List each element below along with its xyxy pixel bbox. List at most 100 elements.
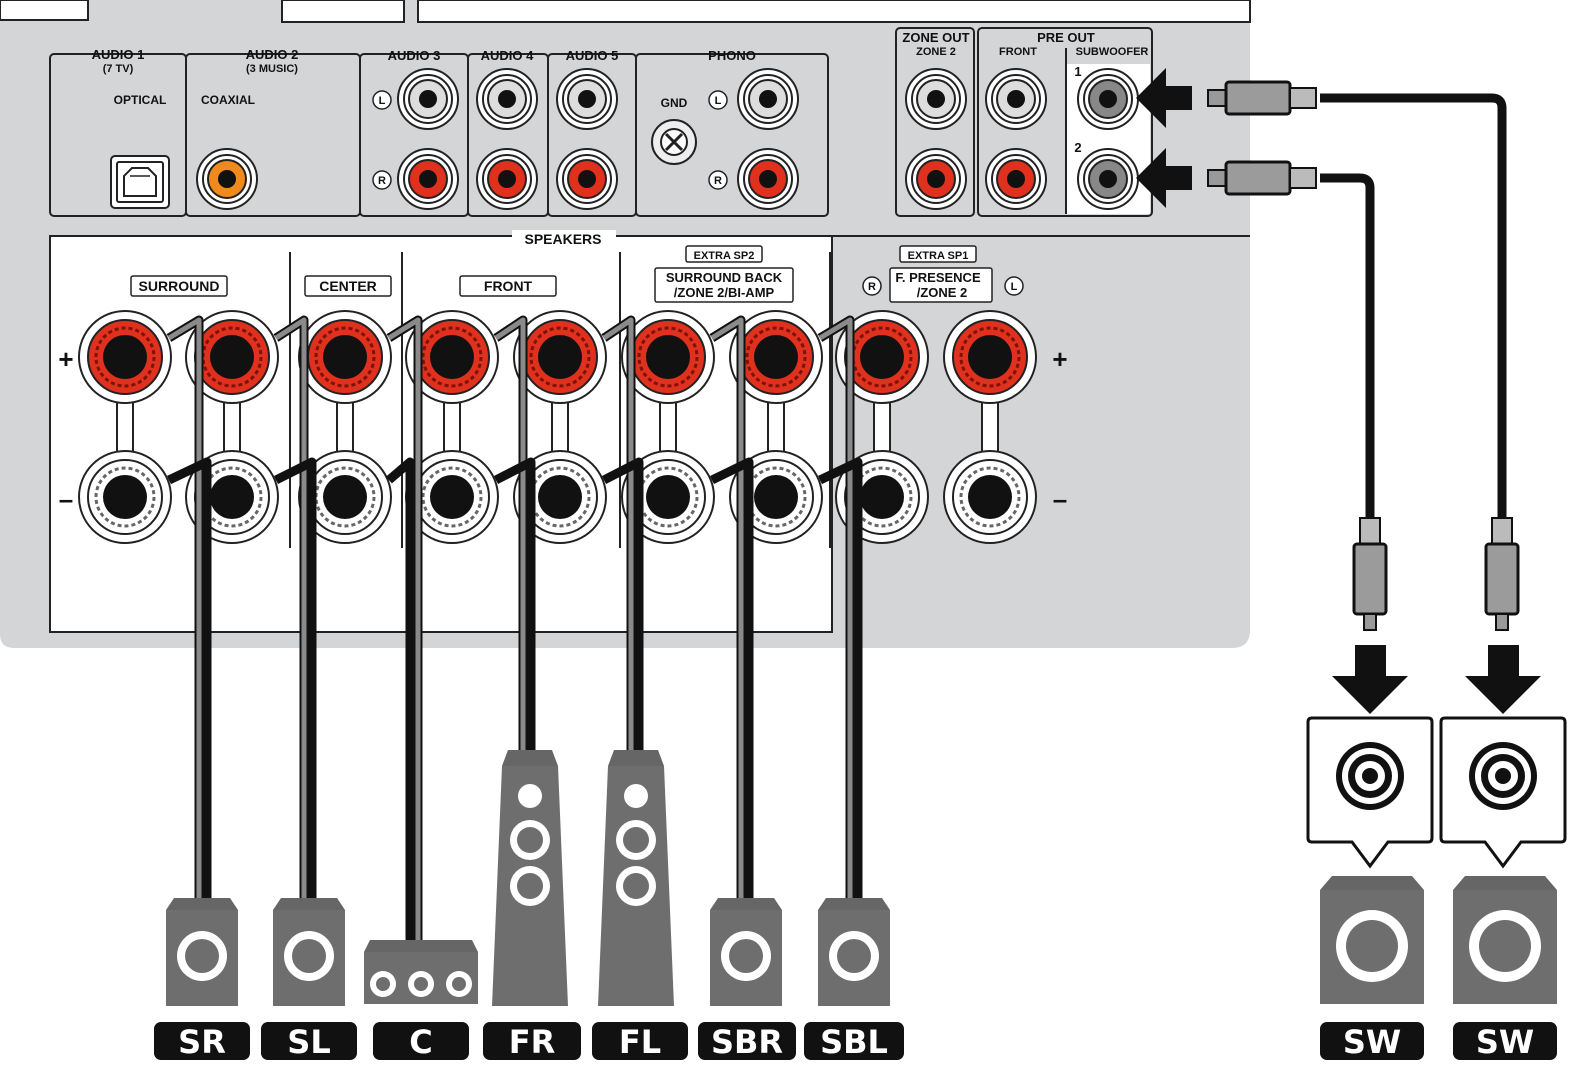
caption-sl-1: SL [261, 1022, 357, 1061]
label-minus-right: – [1053, 484, 1067, 514]
cable-minus-center [386, 457, 415, 940]
cable-minus-5 [710, 457, 754, 898]
label-audio-2: AUDIO 2 [246, 47, 299, 62]
label-center: CENTER [319, 278, 377, 294]
speaker-terminals [78, 310, 1037, 544]
speakers [166, 750, 1557, 1006]
svg-text:FR: FR [509, 1023, 556, 1061]
label-speakers: SPEAKERS [524, 231, 601, 247]
audio-3-r-jack [397, 148, 459, 210]
rca-plug-bottom-2 [1352, 517, 1388, 631]
arrow-into-jack-2 [1136, 148, 1192, 208]
audio-4-r-jack [476, 148, 538, 210]
subwoofer-input-callout-2 [1439, 716, 1567, 869]
terminal-pair-6 [621, 310, 715, 544]
speaker-cables [166, 315, 863, 940]
svg-text:C: C [409, 1023, 432, 1061]
svg-text:R: R [714, 175, 722, 187]
svg-text:SBR: SBR [711, 1023, 783, 1061]
subwoofer-1-jack [1077, 68, 1139, 130]
caption-fr-3: FR [483, 1022, 581, 1061]
label-zone-2: ZONE 2 [916, 46, 956, 58]
channel-marker-channel_l: L [1004, 276, 1024, 296]
subwoofer-2-jack [1077, 148, 1139, 210]
cable-plus-5 [709, 315, 746, 898]
label-zone-out: ZONE OUT [902, 30, 969, 45]
caption-sr-0: SR [154, 1022, 250, 1061]
caption-sbl-6: SBL [804, 1022, 904, 1061]
cable-plus-1 [273, 315, 309, 898]
rca-plug-bottom-1 [1484, 517, 1520, 631]
svg-text:R: R [378, 175, 386, 187]
speaker-center [364, 940, 478, 1004]
channel-marker-channel_l: L [372, 90, 392, 110]
front-l-preout-jack [985, 68, 1047, 130]
rca-plug-top-2 [1207, 160, 1317, 196]
label-audio-3: AUDIO 3 [388, 48, 441, 63]
audio-5-l-jack [556, 68, 618, 130]
caption-c-2: C [373, 1022, 469, 1061]
coaxial-jack [196, 148, 258, 210]
channel-marker-channel_r: R [372, 170, 392, 190]
subwoofer-input-callout-1 [1306, 716, 1434, 869]
terminal-pair-5 [513, 310, 607, 544]
label-plus-left: + [58, 344, 73, 374]
label-presence-zone2: /ZONE 2 [917, 285, 968, 300]
subwoofer-2 [1453, 876, 1557, 1004]
label-surround: SURROUND [139, 278, 220, 294]
speaker-front-right [492, 750, 568, 1006]
svg-text:L: L [715, 95, 722, 107]
svg-text:R: R [868, 281, 876, 293]
phono-l-jack [737, 68, 799, 130]
label-pre-out-front: FRONT [999, 46, 1037, 58]
label-minus-left: – [59, 484, 73, 514]
zone2-r-jack [905, 148, 967, 210]
cable-minus-3 [493, 457, 536, 750]
optical-jack [110, 155, 170, 209]
label-phono: PHONO [708, 48, 756, 63]
label-f-presence: F. PRESENCE [895, 270, 981, 285]
svg-text:SL: SL [287, 1023, 330, 1061]
channel-marker-channel_r: R [862, 276, 882, 296]
speaker-surround-back-left [818, 898, 890, 1006]
arrow-into-jack-1 [1136, 68, 1192, 128]
subwoofer-cables [1136, 68, 1567, 869]
audio-5-r-jack [556, 148, 618, 210]
svg-text:SW: SW [1343, 1023, 1401, 1061]
label-audio-4: AUDIO 4 [481, 48, 535, 63]
label-audio-1: AUDIO 1 [92, 47, 145, 62]
audio-3-l-jack [397, 68, 459, 130]
zone2-l-jack [905, 68, 967, 130]
cable-minus-1 [273, 457, 317, 898]
phono-r-jack [737, 148, 799, 210]
cable-plus-center [386, 315, 423, 940]
subwoofer-1 [1320, 876, 1424, 1004]
caption-sw-7: SW [1320, 1022, 1424, 1061]
rca-plug-top-1 [1207, 80, 1317, 116]
channel-marker-channel_l: L [708, 90, 728, 110]
cable-minus-4 [601, 457, 644, 750]
terminal-pair-1 [78, 310, 172, 544]
subwoofer-cable-1 [1320, 93, 1507, 520]
label-port-1: 1 [1074, 64, 1081, 79]
svg-text:L: L [379, 95, 386, 107]
label-subwoofer: SUBWOOFER [1076, 46, 1149, 58]
label-port-2: 2 [1074, 140, 1081, 155]
label-audio-1-sub: (7 TV) [103, 63, 134, 75]
svg-text:FL: FL [619, 1023, 661, 1061]
terminal-pair-9 [943, 310, 1037, 544]
cable-plus-6 [817, 315, 855, 898]
front-r-preout-jack [985, 148, 1047, 210]
cable-minus-0 [167, 457, 212, 898]
terminal-pair-3 [298, 310, 392, 544]
arrow-down-sw-1 [1332, 645, 1408, 714]
label-surround-back: SURROUND BACK [666, 270, 783, 285]
speaker-surround-right [166, 898, 238, 1006]
label-gnd: GND [661, 96, 688, 110]
rca-jacks [196, 68, 1139, 210]
speaker-surround-back-right [710, 898, 782, 1006]
svg-text:SR: SR [178, 1023, 226, 1061]
channel-marker-channel_r: R [708, 170, 728, 190]
audio-4-l-jack [476, 68, 538, 130]
